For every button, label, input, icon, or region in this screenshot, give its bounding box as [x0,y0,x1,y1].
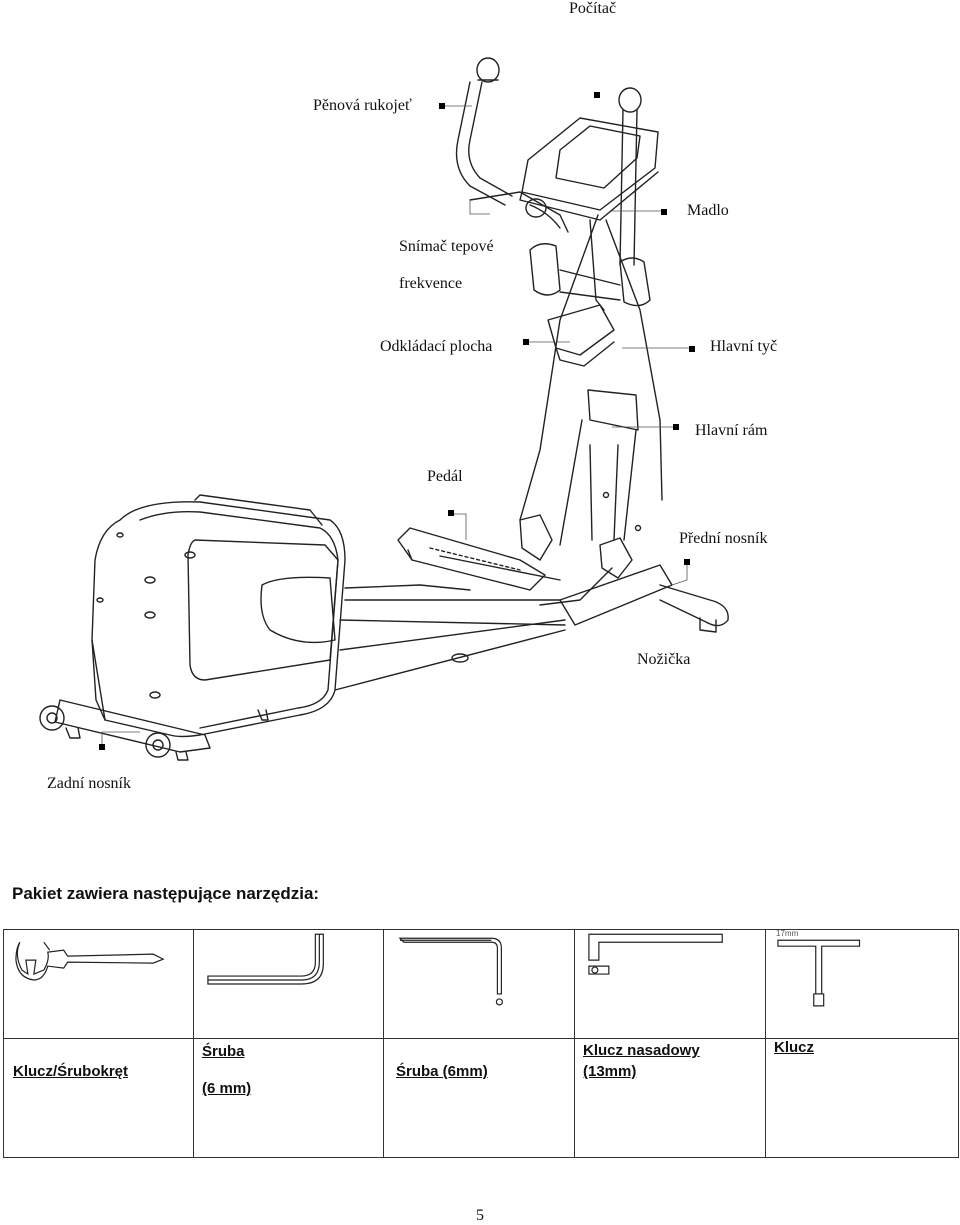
tool-name-hex-key-line2: (6 mm) [202,1080,252,1097]
hex-key-long-icon [398,937,503,1006]
tool-name-cell-2: Śruba (6 mm) [193,1038,384,1158]
marker-foam-grip [439,103,445,109]
marker-front-support [684,559,690,565]
tool-name-cell-3: Śruba (6mm) [383,1038,575,1158]
label-main-frame: Hlavní rám [695,422,768,439]
label-rear-support: Zadní nosník [47,775,131,792]
tool-name-socket-wrench-line2: (13mm) [583,1063,637,1080]
tool-cell-4 [574,929,766,1039]
tool-name-cell-4: Klucz nasadowy (13mm) [574,1038,766,1158]
hex-key-6mm-icon [207,933,324,985]
tool-cell-1 [3,929,194,1039]
wrench-screwdriver-icon [15,941,165,981]
marker-rear-support [99,744,105,750]
label-main-post: Hlavní tyč [710,338,778,355]
tool-name-hex-key-long: Śruba (6mm) [396,1063,488,1080]
marker-tray [523,339,529,345]
label-front-support: Přední nosník [679,530,768,547]
tool-cell-5: 17mm [765,929,959,1039]
label-foot: Nožička [637,651,691,668]
tool-name-socket-wrench-line1: Klucz nasadowy [583,1042,700,1059]
label-handlebar: Madlo [687,202,729,219]
socket-wrench-icon [588,933,723,975]
tools-table: 17mm Klucz/Śrubokręt Śruba (6 mm) Śruba … [3,929,959,1158]
marker-main-frame [673,424,679,430]
label-pulse-sensor-line2: frekvence [399,275,463,292]
label-tray: Odkládací plocha [380,338,493,355]
tool-cell-2 [193,929,384,1039]
marker-computer [594,92,600,98]
tool-name-cell-5: Klucz [765,1038,959,1158]
tool-name-cell-1: Klucz/Śrubokręt [3,1038,194,1158]
marker-pedal [448,510,454,516]
tool-name-t-wrench: Klucz [774,1039,815,1056]
label-pulse-sensor-line1: Snímač tepové [399,238,494,255]
tools-heading: Pakiet zawiera następujące narzędzia: [12,884,320,903]
label-foam-grip: Pěnová rukojeť [313,97,412,114]
tool-name-wrench-screwdriver: Klucz/Śrubokręt [13,1063,129,1080]
marker-handlebar [661,209,667,215]
header-label: Počítač [569,0,617,17]
t-wrench-marking: 17mm [776,929,799,938]
tool-name-hex-key-line1: Śruba [202,1043,245,1060]
t-wrench-icon [777,939,861,1007]
page-number: 5 [476,1207,484,1224]
label-pedal: Pedál [427,468,463,485]
elliptical-trainer-diagram [39,57,729,761]
tool-cell-3 [383,929,575,1039]
marker-main-post [689,346,695,352]
